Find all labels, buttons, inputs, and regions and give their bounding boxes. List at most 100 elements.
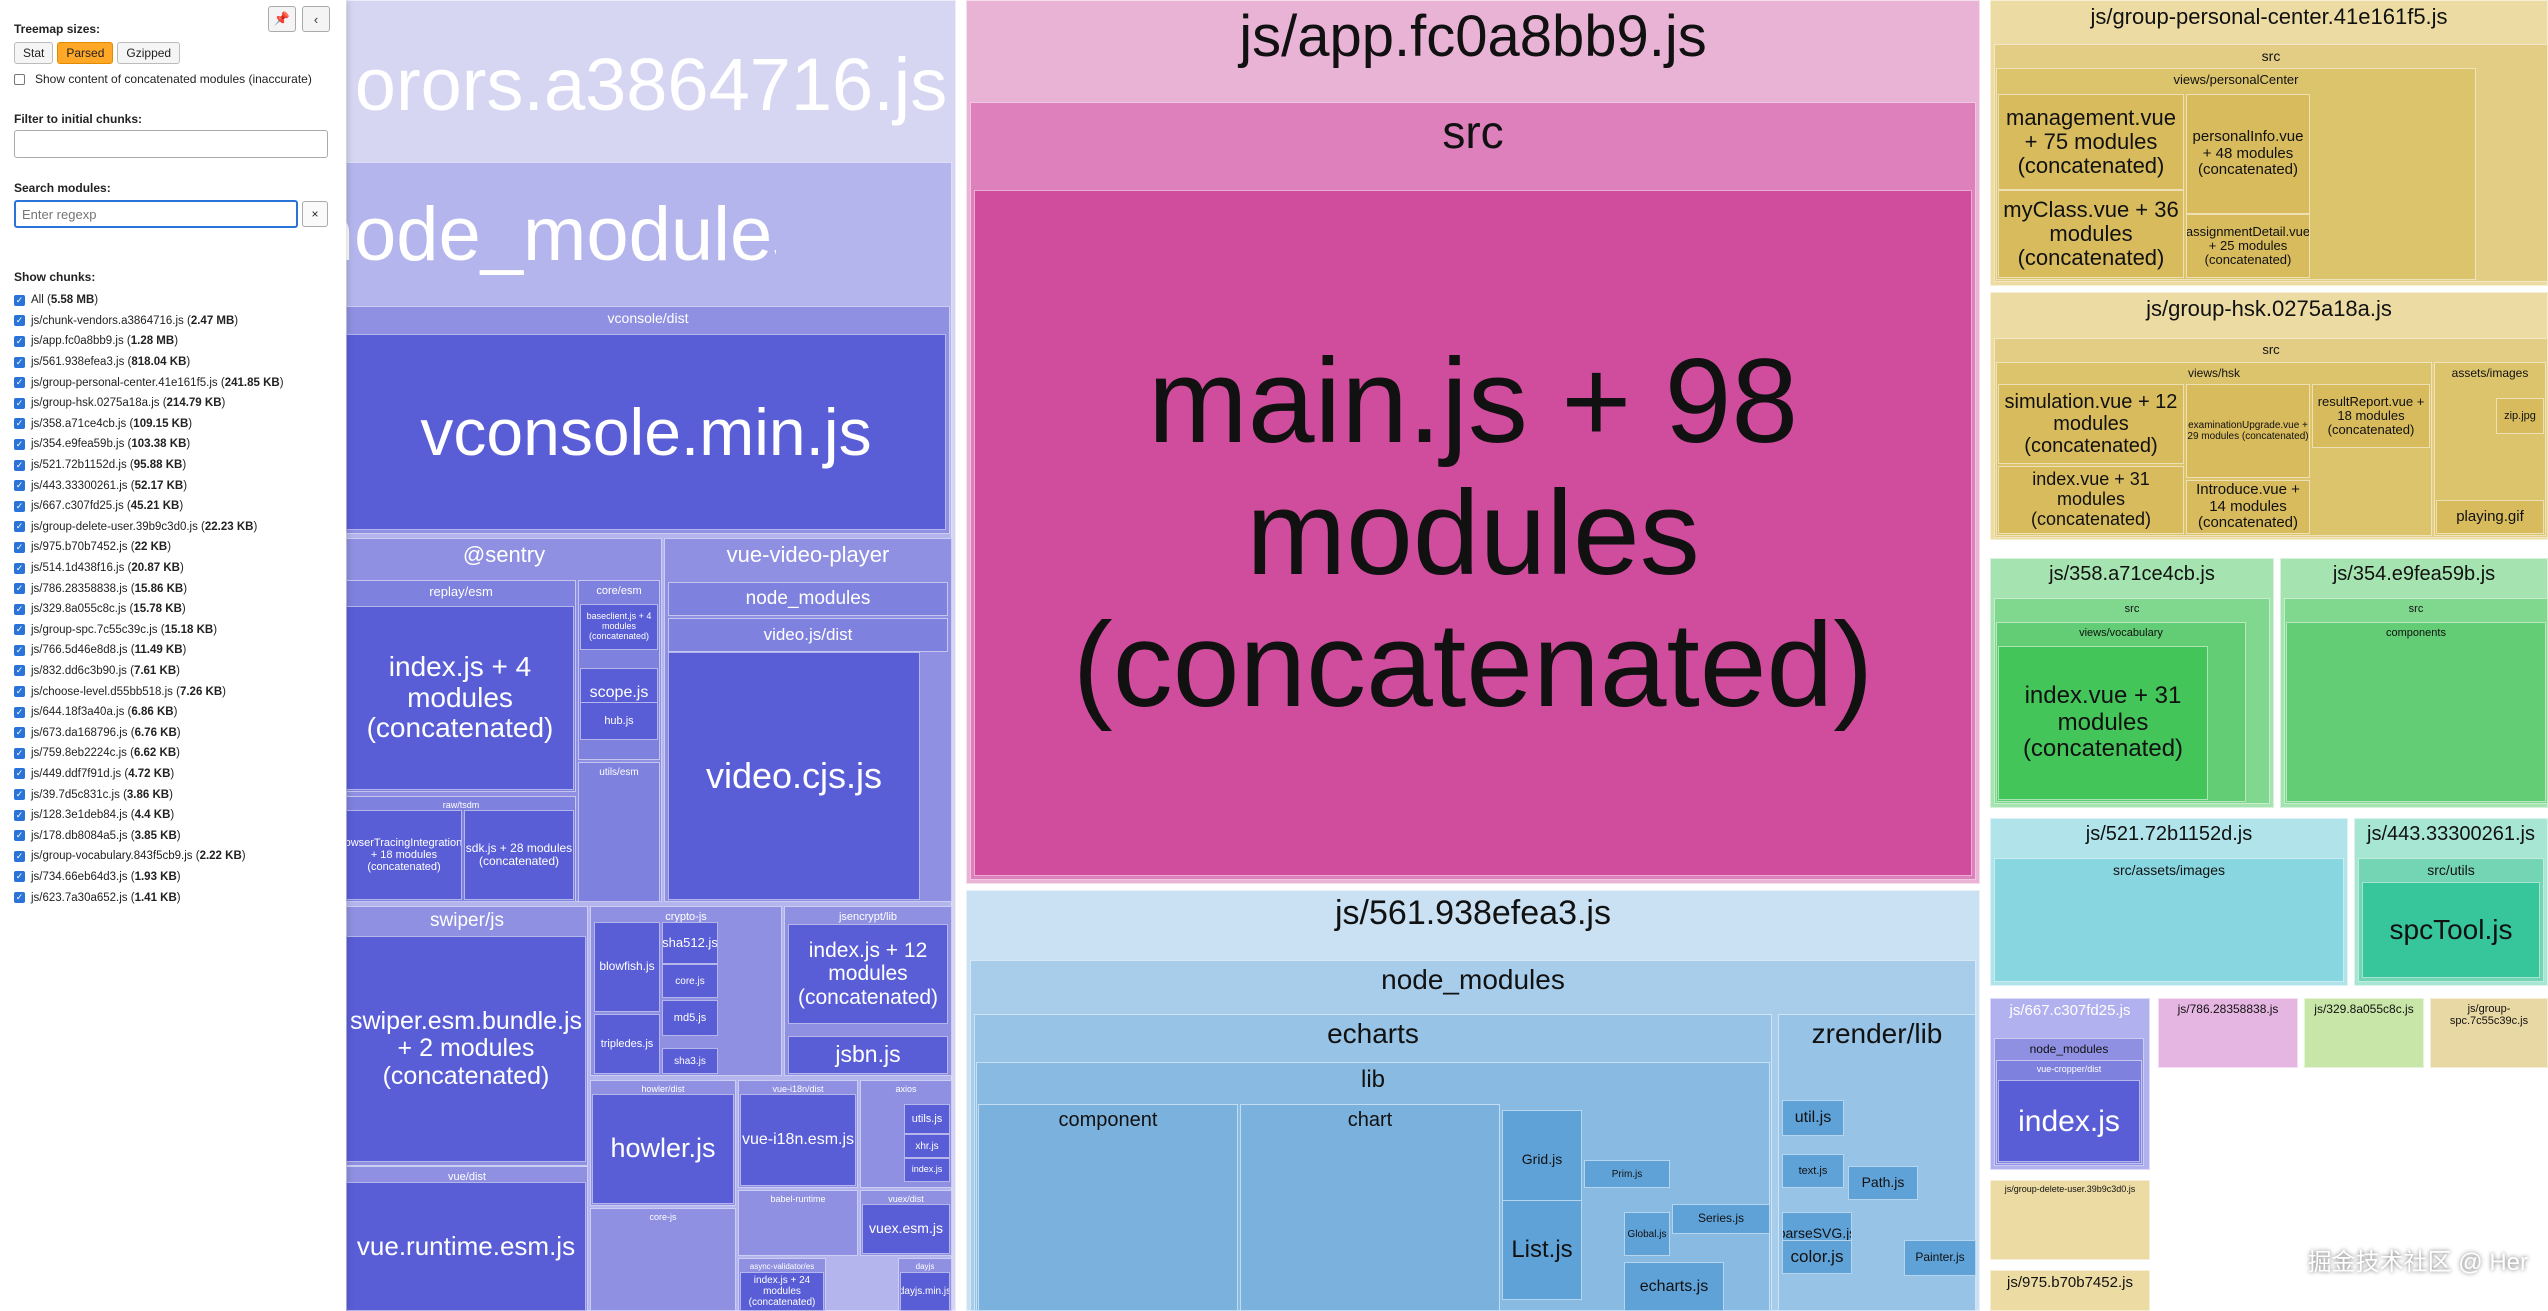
chunk-checkbox[interactable]: ✓ — [14, 686, 25, 698]
treemap-tile-howler[interactable]: howler.js — [592, 1094, 734, 1204]
treemap-tile-vvp-node_modules[interactable]: node_modules — [668, 582, 948, 616]
treemap-tile-chart[interactable]: chart — [1240, 1104, 1500, 1311]
chunk-item[interactable]: ✓js/561.938efea3.js (818.04 KB) — [14, 352, 284, 373]
chunk-checkbox[interactable]: ✓ — [14, 706, 25, 718]
treemap-tile-src-assets-images[interactable]: src/assets/images — [1994, 858, 2344, 982]
parsed-button[interactable]: Parsed — [57, 42, 114, 64]
treemap-tile-md5[interactable]: md5.js — [662, 1000, 718, 1036]
chunk-item[interactable]: ✓js/chunk-vendors.a3864716.js (2.47 MB) — [14, 311, 284, 332]
chunk-item[interactable]: ✓js/449.ddf7f91d.js (4.72 KB) — [14, 764, 284, 785]
treemap-tile-util-js[interactable]: util.js — [1782, 1100, 1844, 1136]
treemap-tile-dayjs-min[interactable]: dayjs.min.js — [900, 1272, 950, 1311]
treemap-tile-browser-tracing[interactable]: browserTracingIntegration.js + 18 module… — [346, 810, 462, 900]
treemap-tile-vuex[interactable]: vuex.esm.js — [862, 1204, 950, 1254]
treemap-tile-painter[interactable]: Painter.js — [1904, 1240, 1976, 1276]
treemap-tile-sdk-js[interactable]: sdk.js + 28 modules (concatenated) — [464, 810, 574, 900]
treemap-tile-vendors-title[interactable]: orors.a3864716.js — [354, 43, 948, 127]
chunk-checkbox[interactable]: ✓ — [14, 315, 25, 327]
chunk-item[interactable]: ✓js/358.a71ce4cb.js (109.15 KB) — [14, 414, 284, 435]
treemap-tile-vendors-node_modules-title[interactable]: node_modules — [346, 192, 776, 278]
chunk-checkbox[interactable]: ✓ — [14, 480, 25, 492]
treemap-tile-sha3[interactable]: sha3.js — [662, 1048, 718, 1074]
chunk-item[interactable]: ✓js/group-personal-center.41e161f5.js (2… — [14, 372, 284, 393]
chunk-checkbox[interactable]: ✓ — [14, 624, 25, 636]
chunk-checkbox[interactable]: ✓ — [14, 850, 25, 862]
search-input[interactable] — [14, 200, 298, 228]
chunk-checkbox[interactable]: ✓ — [14, 892, 25, 904]
treemap-tile-text-js[interactable]: text.js — [1782, 1154, 1844, 1188]
chunk-checkbox[interactable]: ✓ — [14, 665, 25, 677]
treemap-tile-spctool[interactable]: spcTool.js — [2362, 882, 2540, 978]
concat-checkbox[interactable] — [14, 73, 25, 85]
chunk-checkbox[interactable]: ✓ — [14, 356, 25, 368]
treemap-tile-video-js-dist[interactable]: video.js/dist — [668, 618, 948, 652]
treemap-tile-series[interactable]: Series.js — [1672, 1204, 1770, 1234]
treemap-tile-utils-esm[interactable]: utils/esm — [578, 762, 660, 902]
treemap-tile-jsbn[interactable]: jsbn.js — [788, 1036, 948, 1074]
chunk-item[interactable]: ✓js/329.8a055c8c.js (15.78 KB) — [14, 599, 284, 620]
treemap-tile-hsk-index[interactable]: index.vue + 31 modules (concatenated) — [1998, 466, 2184, 534]
treemap-tile-sha512[interactable]: sha512.js — [662, 922, 718, 964]
treemap-tile-app-main[interactable]: main.js + 98 modules (concatenated) — [974, 190, 1972, 876]
chunk-item[interactable]: ✓js/app.fc0a8bb9.js (1.28 MB) — [14, 331, 284, 352]
chunk-item[interactable]: ✓js/514.1d438f16.js (20.87 KB) — [14, 558, 284, 579]
treemap-tile-tripledes[interactable]: tripledes.js — [594, 1014, 660, 1074]
treemap-tile-vconsole-min[interactable]: vconsole.min.js — [346, 334, 946, 530]
treemap-tile-vue-i18n[interactable]: vue-i18n.esm.js — [740, 1094, 856, 1186]
chunk-checkbox[interactable]: ✓ — [14, 562, 25, 574]
chunk-item[interactable]: ✓js/975.b70b7452.js (22 KB) — [14, 537, 284, 558]
chunk-item[interactable]: ✓js/644.18f3a40a.js (6.86 KB) — [14, 702, 284, 723]
chunk-item[interactable]: ✓js/354.e9fea59b.js (103.38 KB) — [14, 434, 284, 455]
treemap-tile-core-js[interactable]: core.js — [662, 964, 718, 998]
treemap-tile-group-delete-user[interactable]: js/group-delete-user.39b9c3d0.js — [1990, 1180, 2150, 1260]
treemap-tile-echarts-js[interactable]: echarts.js — [1624, 1262, 1724, 1311]
treemap-tile-blowfish[interactable]: blowfish.js — [594, 922, 660, 1012]
chunk-checkbox[interactable]: ✓ — [14, 294, 25, 306]
treemap-tile-utils-js[interactable]: utils.js — [904, 1104, 950, 1134]
chunk-item[interactable]: ✓js/group-hsk.0275a18a.js (214.79 KB) — [14, 393, 284, 414]
treemap-tile-index-js-a[interactable]: index.js — [904, 1158, 950, 1182]
chunk-item[interactable]: ✓js/734.66eb64d3.js (1.93 KB) — [14, 867, 284, 888]
chunk-item[interactable]: ✓js/178.db8084a5.js (3.85 KB) — [14, 825, 284, 846]
chunk-checkbox[interactable]: ✓ — [14, 789, 25, 801]
chunk-checkbox[interactable]: ✓ — [14, 603, 25, 615]
treemap-tile-c358-index[interactable]: index.vue + 31 modules (concatenated) — [1998, 646, 2208, 800]
treemap-tile-vue-runtime[interactable]: vue.runtime.esm.js — [346, 1182, 586, 1311]
treemap-tile-exam-upgrade[interactable]: examinationUpgrade.vue + 29 modules (con… — [2186, 384, 2310, 478]
chunk-checkbox[interactable]: ✓ — [14, 583, 25, 595]
chevron-left-icon[interactable]: ‹ — [302, 6, 330, 32]
treemap-tile-playing-gif[interactable]: playing.gif — [2436, 500, 2544, 534]
treemap-tile-assignmentdetail[interactable]: assignmentDetail.vue + 25 modules (conca… — [2186, 214, 2310, 278]
treemap-tile-introduce[interactable]: Introduce.vue + 14 modules (concatenated… — [2186, 480, 2310, 534]
treemap-tile-jsencrypt-index[interactable]: index.js + 12 modules (concatenated) — [788, 924, 948, 1024]
chunk-item[interactable]: ✓js/786.28358838.js (15.86 KB) — [14, 578, 284, 599]
chunk-item[interactable]: ✓js/759.8eb2224c.js (6.62 KB) — [14, 743, 284, 764]
treemap-tile-group-spc[interactable]: js/group-spc.7c55c39c.js — [2430, 998, 2548, 1068]
chunk-checkbox[interactable]: ✓ — [14, 521, 25, 533]
chunk-checkbox[interactable]: ✓ — [14, 335, 25, 347]
treemap-tile-c786[interactable]: js/786.28358838.js — [2158, 998, 2298, 1068]
chunk-item[interactable]: ✓js/group-delete-user.39b9c3d0.js (22.23… — [14, 517, 284, 538]
treemap-tile-c975[interactable]: js/975.b70b7452.js — [1990, 1270, 2150, 1311]
treemap-tile-list[interactable]: List.js — [1502, 1200, 1582, 1300]
treemap-tile-core-js-internals[interactable]: core-js — [590, 1208, 736, 1311]
chunk-item[interactable]: ✓js/choose-level.d55bb518.js (7.26 KB) — [14, 681, 284, 702]
treemap-tile-grid[interactable]: Grid.js — [1502, 1110, 1582, 1210]
treemap-tile-async-index[interactable]: index.js + 24 modules (concatenated) — [740, 1272, 824, 1311]
treemap-tile-babel-runtime[interactable]: babel-runtime — [738, 1190, 858, 1256]
chunk-checkbox[interactable]: ✓ — [14, 830, 25, 842]
treemap-tile-replay-index[interactable]: index.js + 4 modules (concatenated) — [346, 606, 574, 790]
treemap-tile-personalinfo[interactable]: personalInfo.vue + 48 modules (concatena… — [2186, 94, 2310, 214]
treemap-tile-swiper-bundle[interactable]: swiper.esm.bundle.js + 2 modules (concat… — [346, 936, 586, 1162]
filter-input[interactable] — [14, 130, 328, 158]
chunk-item[interactable]: ✓js/521.72b1152d.js (95.88 KB) — [14, 455, 284, 476]
treemap-tile-video-cjs[interactable]: video.cjs.js — [668, 652, 920, 900]
chunk-checkbox[interactable]: ✓ — [14, 768, 25, 780]
chunk-checkbox[interactable]: ✓ — [14, 377, 25, 389]
clear-search-button[interactable]: × — [302, 201, 328, 227]
chunk-item[interactable]: ✓js/832.dd6c3b90.js (7.61 KB) — [14, 661, 284, 682]
treemap-tile-myclass[interactable]: myClass.vue + 36 modules (concatenated) — [1998, 190, 2184, 278]
chunk-item[interactable]: ✓All (5.58 MB) — [14, 290, 284, 311]
chunk-checkbox[interactable]: ✓ — [14, 871, 25, 883]
